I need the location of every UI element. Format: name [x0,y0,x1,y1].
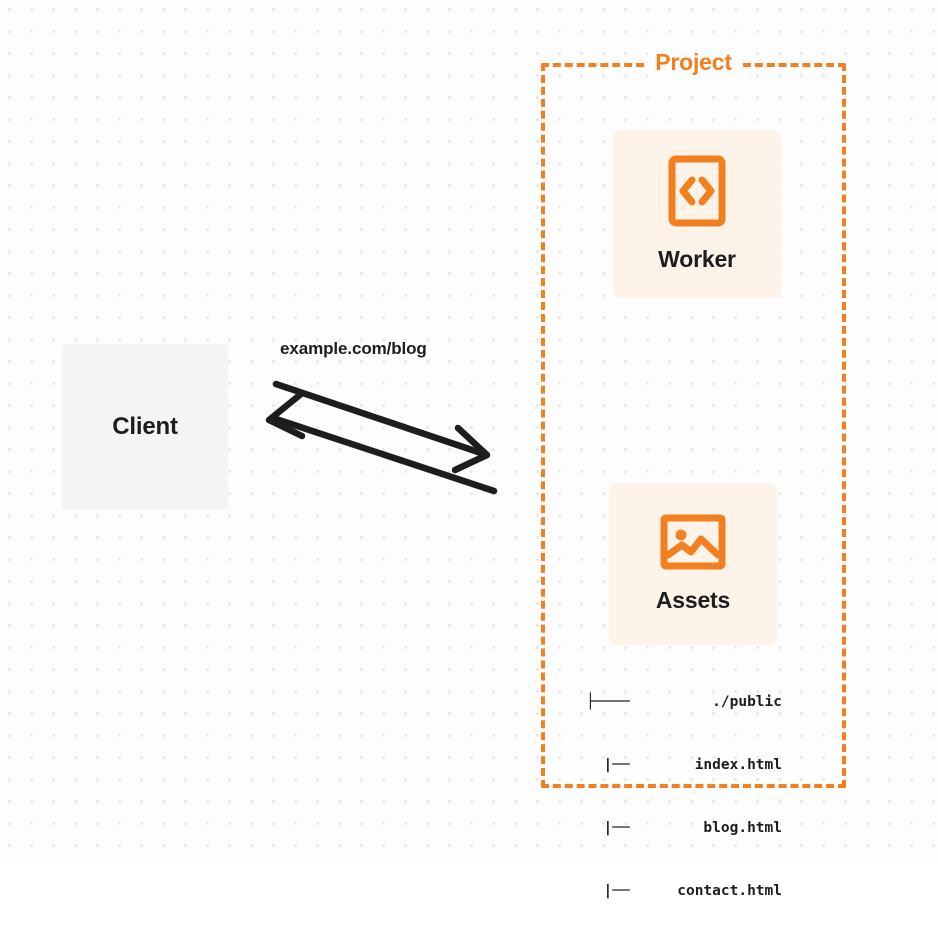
tree-branch: |── [586,883,630,899]
assets-card-label: Assets [655,587,731,613]
tree-row: ├──── ./public [586,692,782,713]
tree-row: |── index.html [586,755,782,776]
code-brackets-icon [668,155,726,232]
image-asset-icon [660,514,726,575]
tree-item-name: blog.html [703,820,782,836]
asset-file-tree: ├──── ./public |── index.html |── blog.h… [586,650,782,944]
worker-card-label: Worker [658,246,736,272]
tree-item-name: index.html [694,757,782,773]
client-node: Client [62,344,228,510]
tree-item-name: contact.html [677,883,782,899]
tree-branch: |── [586,820,630,836]
tree-branch: |── [586,757,630,773]
tree-branch: ├──── [586,694,630,710]
worker-card[interactable]: Worker [613,130,781,298]
tree-row: |── contact.html [586,881,782,902]
tree-item-name: ./public [712,694,782,710]
request-arrow [272,380,491,474]
diagram-canvas: Client example.com/blog Project Worker [0,0,938,899]
connection-label: example.com/blog [280,339,427,358]
tree-row: |── blog.html [586,818,782,839]
client-node-label: Client [112,413,178,440]
response-arrow [265,390,498,495]
assets-card[interactable]: Assets [609,483,777,645]
